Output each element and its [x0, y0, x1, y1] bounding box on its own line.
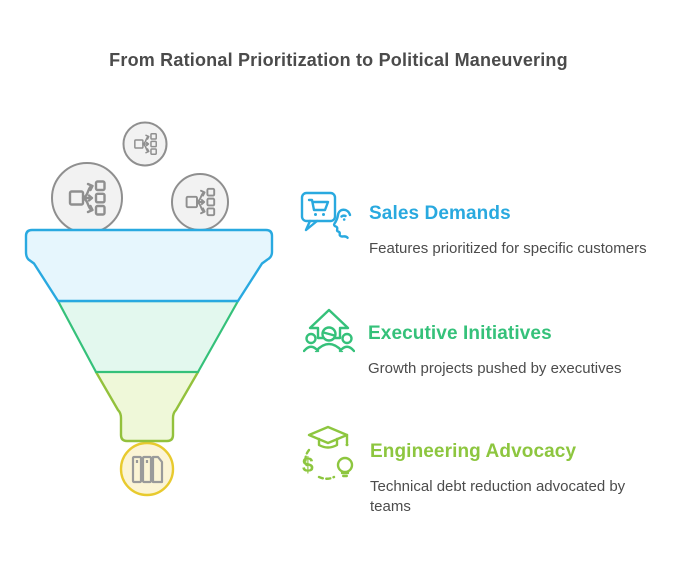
growth-arrow-team-icon	[303, 308, 355, 353]
funnel-stage-engineering	[94, 370, 200, 443]
idea-bubble-large	[51, 162, 123, 234]
output-circle	[119, 441, 175, 497]
idea-bubble-small	[122, 121, 168, 167]
item-description: Growth projects pushed by executives	[368, 360, 622, 377]
legend-item-executive-initiatives: Executive Initiatives Growth projects pu…	[303, 305, 675, 379]
funnel-stage-executive	[56, 299, 240, 374]
svg-text:$: $	[302, 454, 314, 477]
cart-speech-face-icon	[300, 191, 352, 239]
page-title: From Rational Prioritization to Politica…	[109, 50, 568, 70]
graduation-dollar-bulb-icon: $	[302, 425, 354, 480]
legend-item-sales-demands: Sales Demands Features prioritized for s…	[300, 191, 672, 259]
item-description: Features prioritized for specific custom…	[369, 240, 647, 257]
idea-bubble-medium	[171, 173, 229, 231]
funnel-stage-sales	[24, 228, 274, 303]
item-description: Technical debt reduction advocated by te…	[370, 478, 626, 515]
item-title: Engineering Advocacy	[370, 441, 577, 462]
books-icon	[131, 455, 164, 484]
item-title: Sales Demands	[369, 203, 511, 224]
legend-item-engineering-advocacy: $ Engineering Advocacy Technical debt re…	[299, 424, 671, 517]
item-title: Executive Initiatives	[368, 323, 552, 344]
funnel-diagram	[24, 121, 274, 497]
